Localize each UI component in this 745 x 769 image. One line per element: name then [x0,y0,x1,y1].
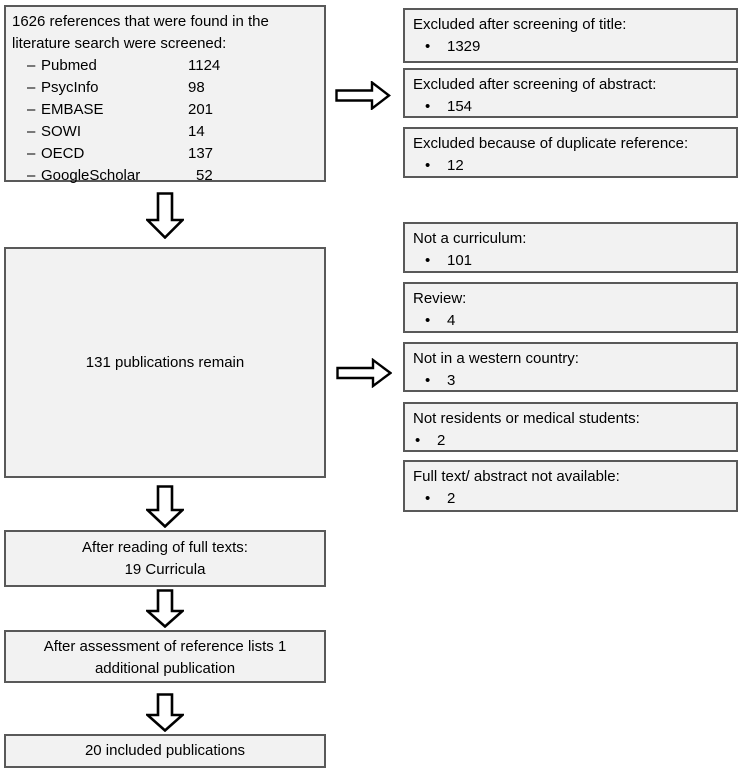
exclusion-count: 2 [437,432,446,449]
exclusion-label: Excluded because of duplicate reference: [413,135,689,152]
exclusion-title-box: Excluded after screening of title: • 1329 [403,8,738,63]
bullet-dot: • [425,312,431,329]
down-arrow-icon [146,589,184,628]
bullet-dot: • [425,38,431,55]
dash-bullet: – [27,145,36,162]
exclusion-count: 101 [447,252,473,269]
exclusion-count-row: •4 [413,310,728,332]
bullet-dot: • [425,490,431,507]
exclusion-label: Not residents or medical students: [413,410,640,427]
dash-bullet: – [27,79,36,96]
exclusion-abstract-box: Excluded after screening of abstract: • 1… [403,68,738,118]
exclusion-no-fulltext-box: Full text/ abstract not available: •2 [403,460,738,512]
exclusion-count: 154 [447,98,473,115]
source-label: SOWI [41,123,81,140]
reference-lists-line1: After assessment of reference lists 1 [43,638,287,655]
source-label: PsycInfo [41,79,99,96]
exclusion-count-row: •2 [413,488,728,510]
source-count: 98 [188,79,205,96]
full-texts-line1: After reading of full texts: [82,539,248,556]
exclusion-count-row: •2 [413,430,728,452]
dash-bullet: – [27,167,36,184]
exclusion-count-row: • 101 [413,250,728,272]
exclusion-not-western-box: Not in a western country: •3 [403,342,738,392]
exclusion-count: 12 [447,157,464,174]
search-box-title: 1626 references that were found in the l… [12,11,318,55]
publications-remain-text: 131 publications remain [85,353,245,371]
right-arrow-icon [335,81,391,110]
exclusion-not-curriculum-box: Not a curriculum: • 101 [403,222,738,273]
exclusion-count-row: • 1329 [413,36,728,58]
search-box-title-line2: literature search were screened: [12,35,227,52]
search-box-title-line1: 1626 references that were found in the [12,13,269,30]
exclusion-label: Not a curriculum: [413,230,527,247]
source-label: OECD [41,145,85,162]
down-arrow-icon [146,192,184,239]
search-results-box: 1626 references that were found in the l… [4,5,326,184]
full-texts-line2: 19 Curricula [124,561,206,578]
exclusion-count-row: • 154 [413,96,728,118]
dash-bullet: – [27,101,36,118]
source-list-item-embase: –EMBASE 201 [12,99,318,121]
full-texts-box: After reading of full texts: 19 Curricul… [4,530,326,587]
source-list-item-oecd: –OECD 137 [12,143,318,165]
down-arrow-icon [146,693,184,732]
source-list-item-psycinfo: –PsycInfo 98 [12,77,318,99]
bullet-dot: • [425,157,431,174]
bullet-dot: • [425,372,431,389]
bullet-dot: • [415,432,421,449]
source-count: 14 [188,123,205,140]
source-count: 201 [188,101,214,118]
exclusion-label: Review: [413,290,467,307]
right-arrow-icon [336,358,392,388]
dash-bullet: – [27,123,36,140]
exclusion-not-residents-box: Not residents or medical students: •2 [403,402,738,452]
source-count: 52 [196,167,213,184]
publications-remain-box: 131 publications remain [4,247,326,478]
source-count: 137 [188,145,214,162]
source-label: Pubmed [41,57,97,74]
down-arrow-icon [146,485,184,528]
exclusion-duplicate-box: Excluded because of duplicate reference:… [403,127,738,178]
reference-lists-line2: additional publication [94,660,236,677]
exclusion-count: 1329 [447,38,481,55]
exclusion-label: Excluded after screening of abstract: [413,76,657,93]
included-publications-text: 20 included publications [84,742,246,759]
dash-bullet: – [27,57,36,74]
source-list-item-googlescholar: –GoogleScholar 52 [12,165,318,187]
exclusion-count: 3 [447,372,456,389]
exclusion-count: 4 [447,312,456,329]
exclusion-count-row: • 12 [413,155,728,177]
exclusion-review-box: Review: •4 [403,282,738,333]
included-publications-box: 20 included publications [4,734,326,768]
reference-lists-box: After assessment of reference lists 1 ad… [4,630,326,683]
exclusion-count: 2 [447,490,456,507]
source-label: EMBASE [41,101,104,118]
bullet-dot: • [425,252,431,269]
source-label: GoogleScholar [41,167,141,184]
exclusion-label: Excluded after screening of title: [413,16,627,33]
exclusion-label: Full text/ abstract not available: [413,468,620,485]
source-list-item-pubmed: –Pubmed 1124 [12,55,318,77]
source-count: 1124 [188,57,221,74]
source-list: –Pubmed 1124 –PsycInfo 98 –EMBASE 201 –S… [12,55,318,187]
exclusion-label: Not in a western country: [413,350,579,367]
exclusion-count-row: •3 [413,370,728,392]
source-list-item-sowi: –SOWI 14 [12,121,318,143]
bullet-dot: • [425,98,431,115]
